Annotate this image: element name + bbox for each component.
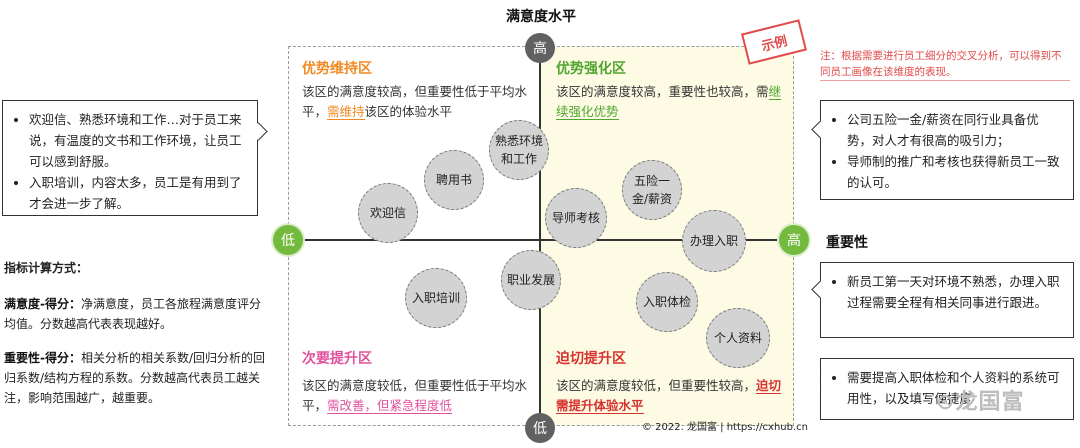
quadrant-title-maintain: 优势维持区 bbox=[302, 61, 372, 77]
callout-right-bottom: 需要提高入职体检和个人资料的系统可用性，以及填写便捷度 bbox=[820, 358, 1074, 420]
quadrant-text-urgent: 该区的满意度较低，但重要性较高，迫切需提升体验水平 bbox=[556, 378, 782, 414]
callout-bullet: 入职培训，内容太多，员工是有用到了才会进一步了解。 bbox=[29, 172, 247, 214]
highlight-urgent: 迫切需提升体验水平 bbox=[556, 378, 782, 414]
bubble-mentor-review: 导师考核 bbox=[545, 188, 607, 248]
bubble-career: 职业发展 bbox=[501, 250, 561, 310]
callout-left-top: 欢迎信、熟悉环境和工作…对于员工来说，有温度的文书和工作环境，让员工可以感到舒服… bbox=[2, 100, 268, 216]
axis-bottom-low: 低 bbox=[525, 413, 555, 443]
bubble-onboarding: 办理入职 bbox=[682, 210, 746, 272]
bubble-benefits-salary: 五险一金/薪资 bbox=[622, 160, 682, 220]
bubble-medical-check: 入职体检 bbox=[636, 272, 698, 332]
analysis-note: 注：根据需要进行员工细分的交叉分析，可以得到不同员工画像在该维度的表现。 bbox=[820, 48, 1070, 81]
bubble-training: 入职培训 bbox=[405, 268, 467, 328]
callout-bullet: 公司五险一金/薪资在同行业具备优势，对人才有很高的吸引力； bbox=[847, 109, 1063, 151]
callout-bullet: 新员工第一天对环境不熟悉，办理入职过程需要全程有相关同事进行跟进。 bbox=[847, 271, 1063, 313]
bubble-familiarize: 熟悉环境和工作 bbox=[489, 120, 549, 180]
axis-top-high: 高 bbox=[525, 33, 555, 63]
y-axis-title: 满意度水平 bbox=[506, 9, 576, 25]
metric-satisfaction: 满意度-得分：净满意度，员工各旅程满意度评分均值。分数越高代表表现越好。 bbox=[4, 297, 261, 331]
x-axis-line bbox=[288, 239, 794, 241]
example-stamp: 示例 bbox=[741, 19, 807, 65]
axis-left-low: 低 bbox=[273, 225, 303, 255]
bubble-personal-info: 个人资料 bbox=[706, 308, 770, 368]
copyright-credit: © 2022. 龙国富 | https://cxhub.cn bbox=[642, 422, 809, 433]
callout-bullet: 导师制的推广和考核也获得新员工一致的认可。 bbox=[847, 151, 1063, 193]
quadrant-title-secondary: 次要提升区 bbox=[302, 351, 372, 367]
quadrant-text-maintain: 该区的满意度较高，但重要性低于平均水平，需维持该区的体验水平 bbox=[302, 84, 528, 120]
logo-icon: ⊙ bbox=[936, 390, 956, 415]
highlight-secondary: 需改善，但紧急程度低 bbox=[327, 398, 453, 414]
callout-tail bbox=[249, 122, 268, 141]
quadrant-text-strengthen: 该区的满意度较高，重要性也较高，需继续强化优势 bbox=[556, 84, 782, 120]
watermark-logo: ⊙龙国富 bbox=[936, 390, 1025, 415]
callout-right-mid: 新员工第一天对环境不熟悉，办理入职过程需要全程有相关同事进行跟进。 bbox=[811, 262, 1074, 338]
callout-right-top: 公司五险一金/薪资在同行业具备优势，对人才有很高的吸引力； 导师制的推广和考核也… bbox=[811, 100, 1074, 200]
bubble-welcome-letter: 欢迎信 bbox=[358, 183, 418, 243]
callout-tail bbox=[811, 120, 830, 139]
quadrant-title-strengthen: 优势强化区 bbox=[556, 61, 626, 77]
callout-bullet: 需要提高入职体检和个人资料的系统可用性，以及填写便捷度 bbox=[847, 367, 1063, 409]
highlight-maintain: 需维持 bbox=[327, 104, 365, 120]
quadrant-text-secondary: 该区的满意度较低，但重要性低于平均水平，需改善，但紧急程度低 bbox=[302, 378, 528, 414]
metrics-heading: 指标计算方式： bbox=[4, 261, 89, 275]
callout-bullet: 欢迎信、熟悉环境和工作…对于员工来说，有温度的文书和工作环境，让员工可以感到舒服… bbox=[29, 109, 247, 172]
axis-right-high: 高 bbox=[779, 225, 809, 255]
bubble-offer-letter: 聘用书 bbox=[424, 150, 484, 210]
y-axis-line bbox=[539, 46, 541, 426]
quadrant-title-urgent: 迫切提升区 bbox=[556, 351, 626, 367]
metric-importance: 重要性-得分：相关分析的相关系数/回归分析的回归系数/结构方程的系数。分数越高代… bbox=[4, 351, 266, 405]
callout-tail bbox=[811, 280, 830, 299]
highlight-strengthen: 继续强化优势 bbox=[556, 84, 782, 120]
callout-tail bbox=[821, 372, 830, 391]
x-axis-title: 重要性 bbox=[826, 235, 868, 251]
